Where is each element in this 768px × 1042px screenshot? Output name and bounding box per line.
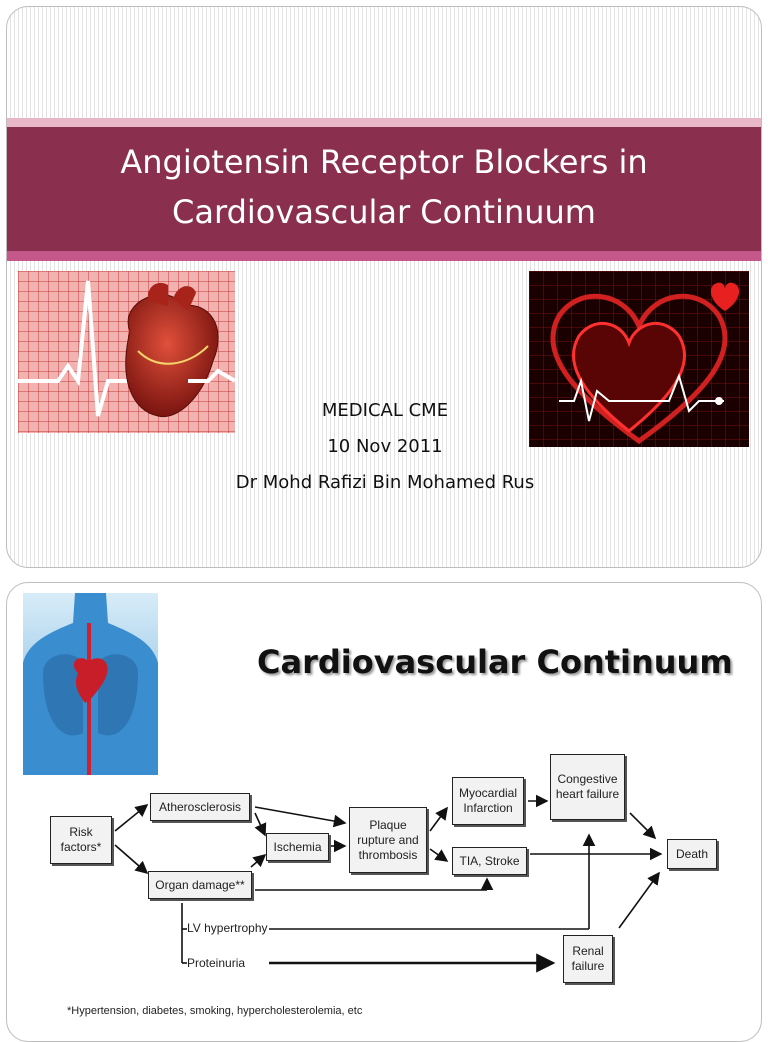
anatomical-heart-ecg-image xyxy=(18,271,235,433)
title-slide: Angiotensin Receptor Blockers in Cardiov… xyxy=(6,6,762,568)
organ-damage-box: Organ damage** xyxy=(148,871,252,899)
continuum-title: Cardiovascular Continuum xyxy=(257,643,733,681)
title-band xyxy=(7,127,761,251)
presenter-name: Dr Mohd Rafizi Bin Mohamed Rus xyxy=(235,472,535,493)
proteinuria-label: Proteinuria xyxy=(187,956,246,970)
plaque-rupture-box: Plaque rupture and thrombosis xyxy=(349,807,427,873)
glowing-hearts-ecg-image xyxy=(529,271,749,447)
slide-title-line-1: Angiotensin Receptor Blockers in xyxy=(120,143,648,181)
event-name: MEDICAL CME xyxy=(321,400,449,421)
presentation-info: MEDICAL CME 10 Nov 2011 Dr Mohd Rafizi B… xyxy=(7,393,761,501)
event-date: 10 Nov 2011 xyxy=(327,436,443,457)
title-band-top-stripe xyxy=(7,118,761,127)
ischemia-box: Ischemia xyxy=(266,833,329,861)
slide-title: Angiotensin Receptor Blockers in Cardiov… xyxy=(7,137,761,237)
lv-hypertrophy-label: LV hypertrophy xyxy=(187,921,268,935)
title-band-bottom-stripe xyxy=(7,251,761,261)
continuum-slide: Cardiovascular Continuum xyxy=(6,582,762,1042)
atherosclerosis-box: Atherosclerosis xyxy=(150,793,250,821)
myocardial-infarction-box: Myocardial Infarction xyxy=(452,777,524,825)
congestive-heart-failure-box: Congestive heart failure xyxy=(550,754,625,820)
slide-title-line-2: Cardiovascular Continuum xyxy=(172,193,596,231)
risk-factors-box: Risk factors* xyxy=(50,816,112,864)
human-torso-heart-image xyxy=(23,593,158,775)
tia-stroke-box: TIA, Stroke xyxy=(452,847,527,875)
continuum-diagram-arrows xyxy=(114,794,663,973)
footnote: *Hypertension, diabetes, smoking, hyperc… xyxy=(67,1005,363,1017)
death-box: Death xyxy=(667,839,717,869)
renal-failure-box: Renal failure xyxy=(563,935,613,983)
